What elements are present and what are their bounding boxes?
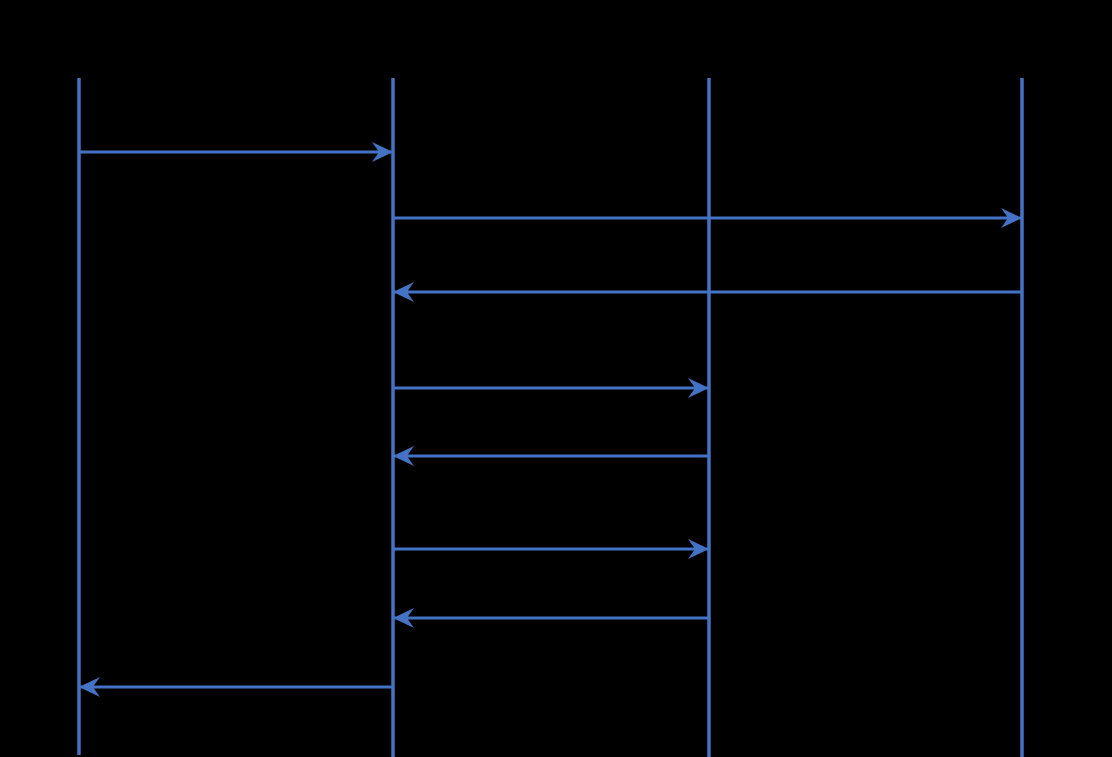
- sequence-diagram-canvas: [0, 0, 1112, 757]
- sequence-diagram: [0, 0, 1112, 757]
- diagram-background: [0, 0, 1112, 757]
